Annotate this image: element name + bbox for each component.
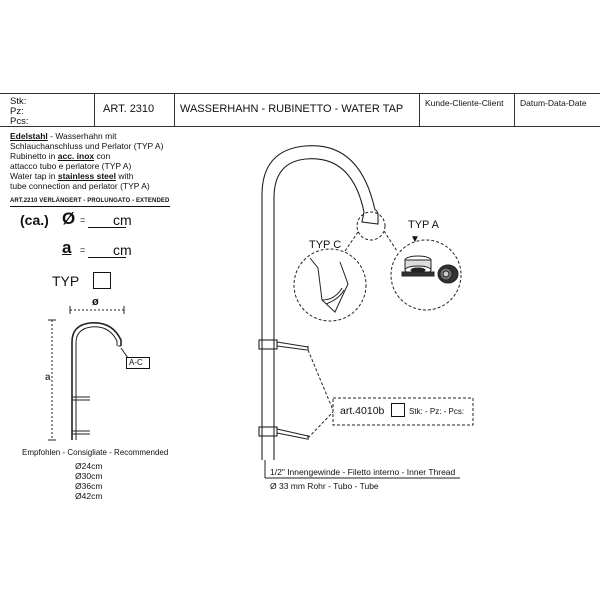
recommended-list: Ø24cm Ø30cm Ø36cm Ø42cm <box>75 461 102 501</box>
height-symbol: a <box>62 238 72 257</box>
desc-it-bold: acc. inox <box>57 151 95 161</box>
desc-en-post: with <box>116 171 134 181</box>
header-bottom-border <box>0 126 600 127</box>
stk-label: Stk: <box>10 96 27 107</box>
desc-it-post: con <box>94 151 111 161</box>
typ-c-label: TYP C <box>309 239 342 251</box>
date-label: Datum-Data-Date <box>520 98 587 108</box>
extended-underline <box>10 206 170 207</box>
desc-de-line1: - Wasserhahn mit <box>47 131 117 141</box>
diameter-unit: cm <box>113 212 132 228</box>
desc-de-line2: Schlauchanschluss und Perlator (TYP A) <box>10 141 164 151</box>
typ-a-label: TYP A <box>408 219 439 231</box>
desc-en-pre: Water tap in <box>10 171 58 181</box>
extended-note: ART.2210 VERLÄNGERT - PROLUNGATO - EXTEN… <box>10 198 170 204</box>
desc-en-line2: tube connection and perlator (TYP A) <box>10 181 150 191</box>
ac-label: A-C <box>126 357 150 369</box>
diameter-input[interactable] <box>88 214 126 228</box>
art-label: art.4010b <box>340 405 385 417</box>
art-qty-label: Stk: - Pz: - Pcs: <box>409 407 465 416</box>
header-customer-cell <box>420 93 515 127</box>
desc-it-line2: attacco tubo e perlatore (TYP A) <box>10 161 132 171</box>
recommended-title: Empfohlen - Consigliate - Recommended <box>22 448 169 457</box>
diameter-symbol: Ø <box>62 209 76 228</box>
recommended-size: Ø42cm <box>75 491 103 501</box>
height-unit: cm <box>113 242 132 258</box>
product-title: WASSERHAHN - RUBINETTO - WATER TAP <box>180 103 404 115</box>
desc-en-bold: stainless steel <box>57 171 116 181</box>
article-number: ART. 2310 <box>103 103 155 115</box>
height-equals: = <box>80 245 86 255</box>
diameter-equals: = <box>80 215 86 225</box>
ca-label: (ca.) <box>20 212 49 228</box>
recommended-size: Ø24cm <box>75 461 103 471</box>
recommended-size: Ø30cm <box>75 471 103 481</box>
pcs-label: Pcs: <box>10 116 29 127</box>
header-qty-cell <box>0 93 95 127</box>
height-input[interactable] <box>88 244 126 258</box>
desc-it-pre: Rubinetto in <box>10 151 58 161</box>
customer-label: Kunde-Cliente-Client <box>425 98 504 108</box>
small-diameter-label: ø <box>92 296 99 308</box>
typ-a-arrow: ▼ <box>410 234 420 245</box>
header-top-border <box>0 93 600 94</box>
header-article-cell <box>95 93 175 127</box>
recommended-size: Ø36cm <box>75 481 103 491</box>
typ-label: TYP <box>52 273 80 289</box>
header-title-cell <box>175 93 420 127</box>
desc-de-bold: Edelstahl <box>10 131 48 141</box>
typ-checkbox[interactable] <box>93 272 111 289</box>
small-height-label: a <box>45 372 51 383</box>
thread-note: 1/2" Innengewinde - Filetto interno - In… <box>270 467 456 477</box>
art-checkbox[interactable] <box>391 403 405 417</box>
tube-note: Ø 33 mm Rohr - Tubo - Tube <box>270 481 379 491</box>
pz-label: Pz: <box>10 106 24 117</box>
description-block: Edelstahl - Wasserhahn mit Schlauchansch… <box>10 131 180 191</box>
